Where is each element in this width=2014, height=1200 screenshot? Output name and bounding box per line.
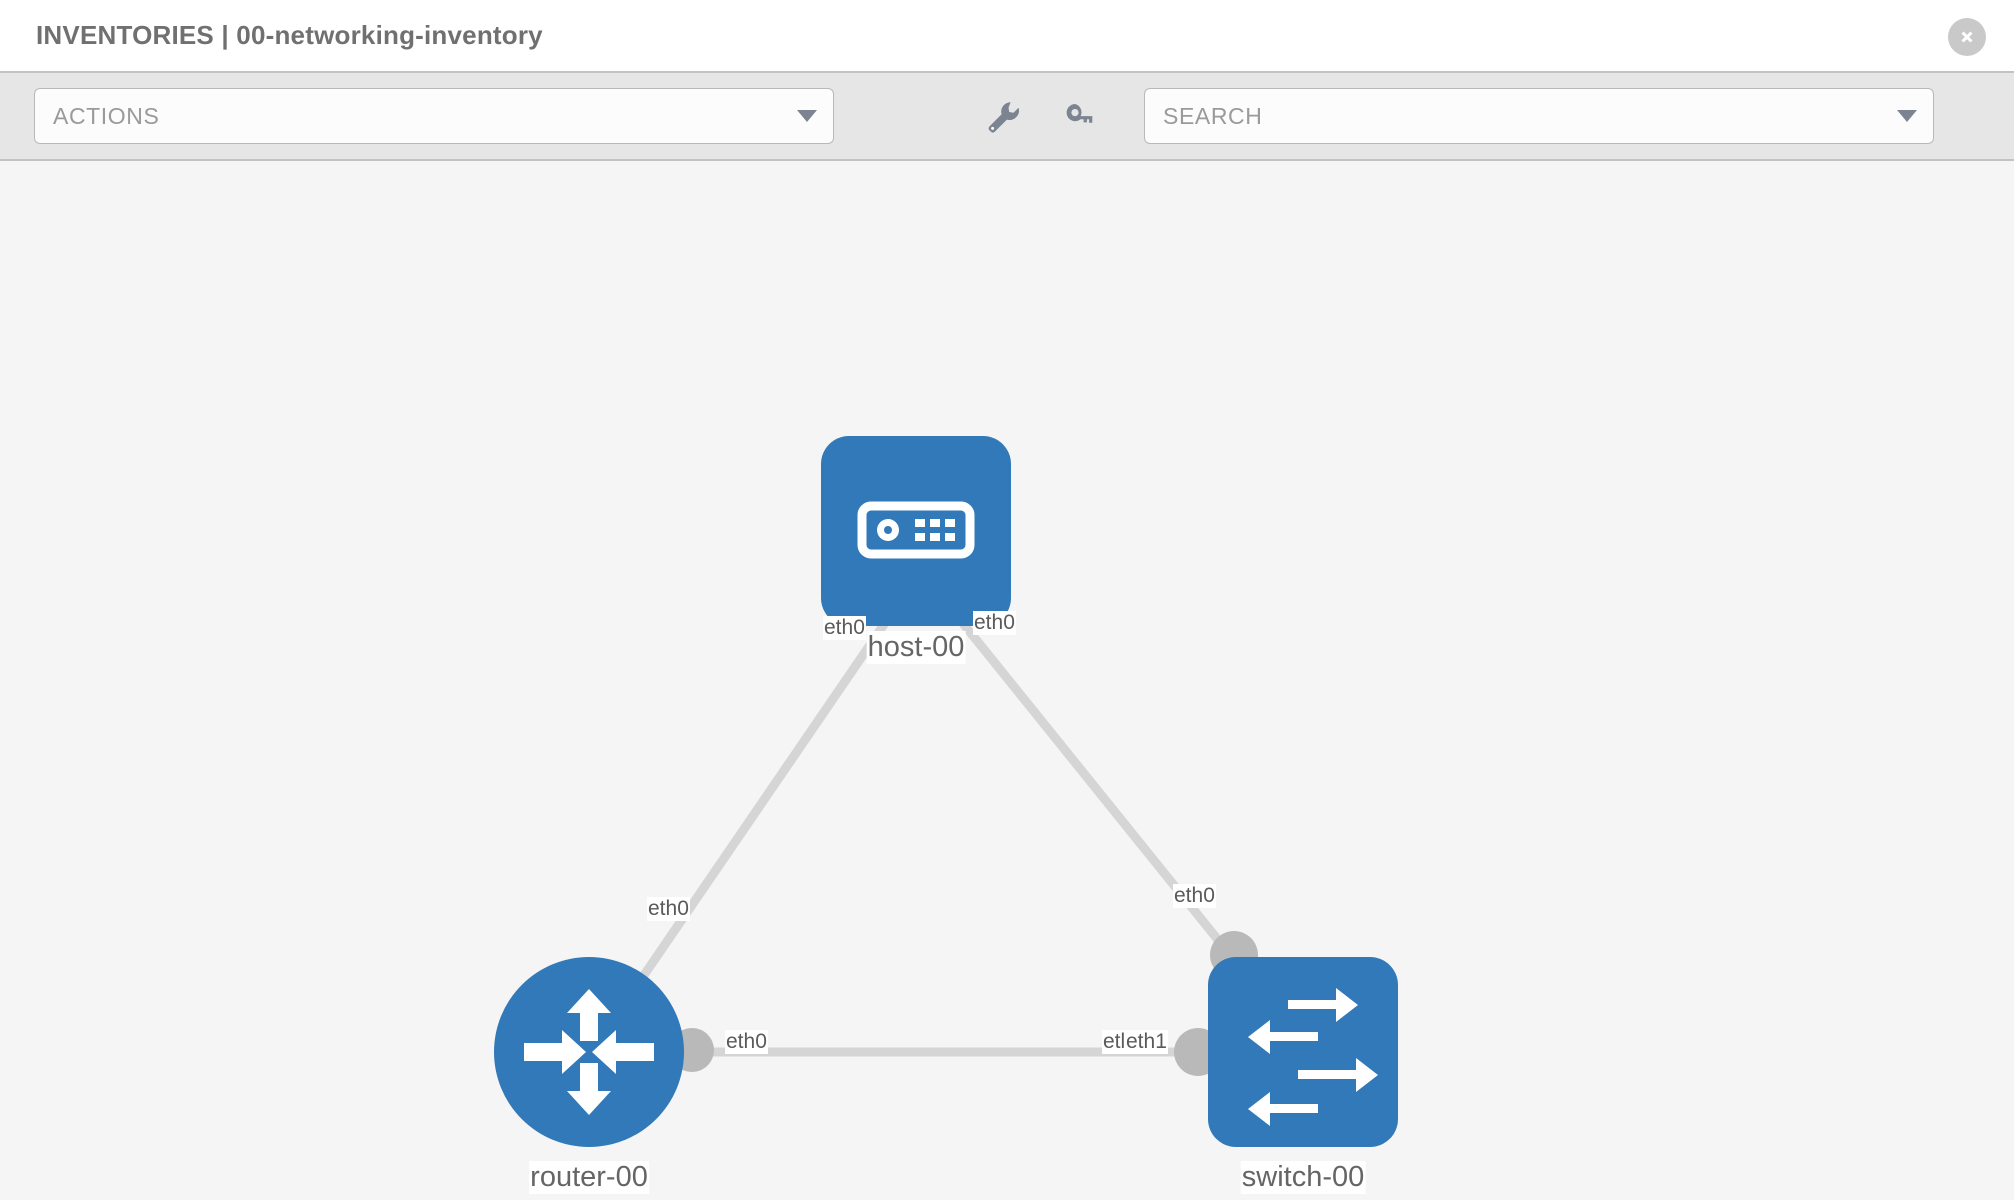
search-placeholder: SEARCH [1163,102,1263,129]
page-title: INVENTORIES | 00-networking-inventory [36,20,543,50]
link-host-router[interactable] [635,596,905,986]
iface-label-router-eth0[interactable]: eth0 [725,1030,768,1054]
router-icon [524,989,654,1115]
iface-label-switch-eth0-occluded[interactable]: etl [1102,1030,1127,1054]
chevron-down-icon [797,110,817,122]
search-input[interactable]: SEARCH [1144,88,1934,144]
chevron-down-icon[interactable] [1897,110,1917,122]
iface-label-host-eth0-left[interactable]: eth0 [823,616,866,640]
topology-graph [494,436,1398,1147]
node-label-router-00[interactable]: router-00 [529,1161,649,1194]
node-host-00[interactable] [821,436,1011,626]
actions-dropdown-label: ACTIONS [53,102,160,129]
iface-label-host-eth0-right[interactable]: eth0 [973,611,1016,635]
topology-canvas[interactable]: host-00 router-00 switch-00 eth0 eth0 et… [0,161,2014,1200]
node-switch-00[interactable] [1208,957,1398,1147]
close-icon[interactable] [1948,18,1986,56]
switch-icon [1248,988,1378,1126]
toolbar-icon-group [984,98,1098,134]
iface-label-switch-eth0-uplink[interactable]: eth0 [1173,884,1216,908]
iface-label-switch-eth1[interactable]: eth1 [1125,1030,1168,1054]
wrench-icon[interactable] [984,98,1020,134]
server-icon [857,501,975,559]
toolbar: ACTIONS SEARCH [0,71,2014,161]
key-icon[interactable] [1062,98,1098,134]
node-router-00[interactable] [494,957,684,1147]
link-edges [635,596,1240,1057]
node-label-switch-00[interactable]: switch-00 [1240,1161,1366,1194]
iface-label-router-eth0-uplink[interactable]: eth0 [647,897,690,921]
actions-dropdown[interactable]: ACTIONS [34,88,834,144]
page-header: INVENTORIES | 00-networking-inventory [0,0,2014,71]
node-label-host-00[interactable]: host-00 [866,631,966,664]
